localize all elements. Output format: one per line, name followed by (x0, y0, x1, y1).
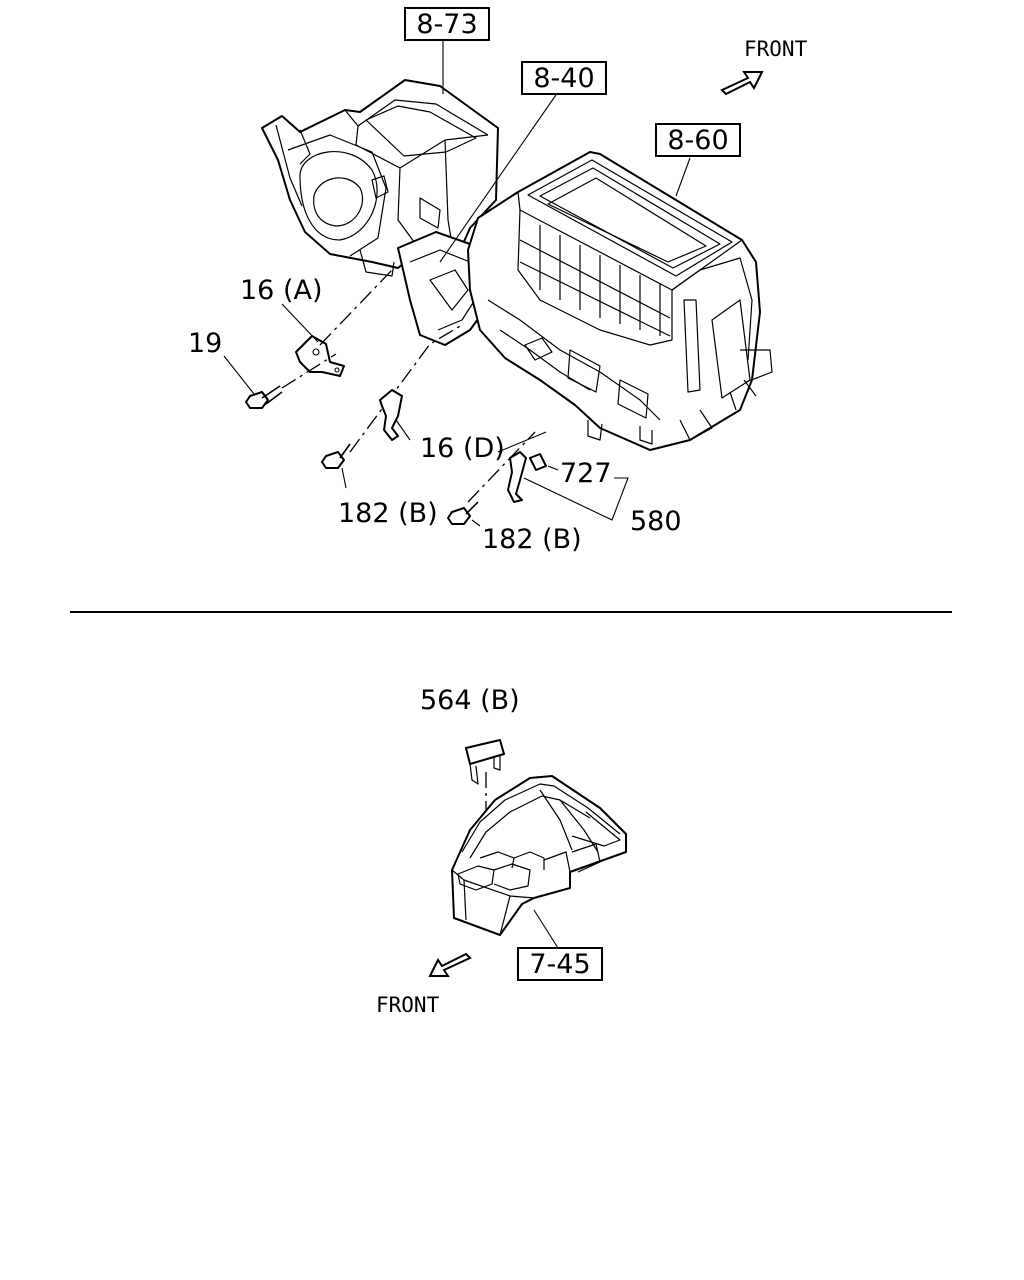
callout-182b-right: 182 (B) (482, 524, 582, 555)
front-label-lower: FRONT (376, 993, 440, 1017)
callout-564b: 564 (B) (420, 685, 520, 716)
ref-box-8-40[interactable] (521, 61, 607, 95)
front-arrow-upper (720, 71, 764, 96)
callout-727: 727 (560, 458, 612, 489)
ref-label-8-73: 8-73 (416, 9, 477, 40)
screw-182b-right (447, 501, 479, 525)
ref-label-7-45: 7-45 (529, 949, 590, 980)
ref-label-8-40: 8-40 (533, 63, 594, 94)
console-assembly (451, 739, 627, 936)
ref-box-8-60[interactable] (655, 123, 741, 157)
ref-label-8-60: 8-60 (667, 125, 728, 156)
ref-box-7-45[interactable] (517, 947, 603, 981)
callout-182b-left: 182 (B) (338, 498, 438, 529)
front-label-upper: FRONT (744, 37, 808, 61)
clip-564b (465, 739, 505, 785)
callout-580: 580 (630, 506, 682, 537)
front-arrow-lower (428, 952, 472, 977)
bracket-16a (295, 335, 345, 377)
screw-19 (245, 385, 283, 409)
evaporator-case (467, 151, 773, 451)
screw-182b-left (321, 443, 351, 469)
bracket-580 (507, 451, 547, 503)
callout-16d: 16 (D) (420, 433, 505, 464)
callout-16a: 16 (A) (240, 275, 322, 306)
bracket-16d (379, 389, 403, 441)
callout-19: 19 (188, 328, 222, 359)
heater-unit-assembly (223, 38, 773, 527)
ref-box-8-73[interactable] (404, 7, 490, 41)
